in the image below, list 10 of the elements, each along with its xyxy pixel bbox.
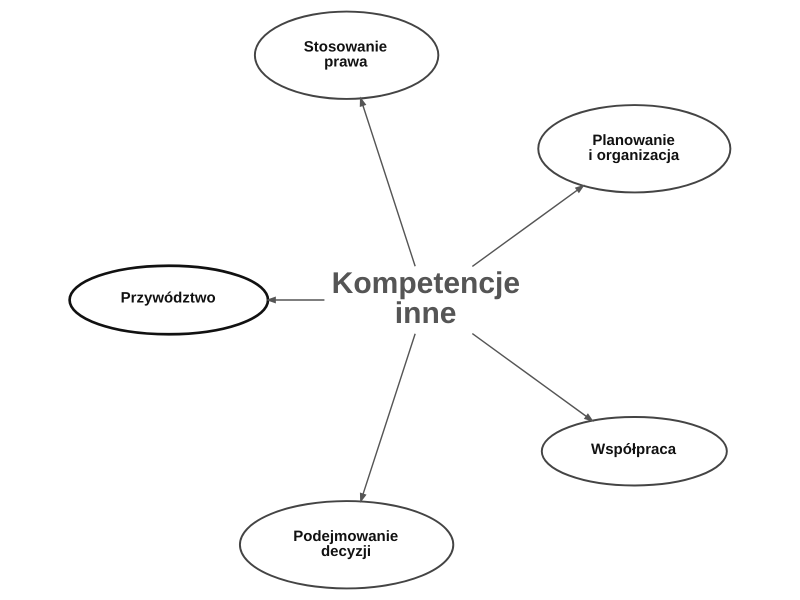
arrow	[472, 184, 585, 267]
node-ellipse: Przywództwo	[68, 264, 270, 336]
arrow	[472, 333, 594, 422]
node-ellipse: Współpraca	[540, 416, 728, 486]
node-ellipse: Stosowanie prawa	[254, 10, 440, 100]
arrow	[360, 334, 416, 504]
node-ellipse: Podejmowanie decyzji	[238, 500, 454, 590]
arrow	[360, 96, 416, 266]
node-text: Kompetencje inne	[332, 267, 520, 330]
arrow	[266, 296, 324, 304]
